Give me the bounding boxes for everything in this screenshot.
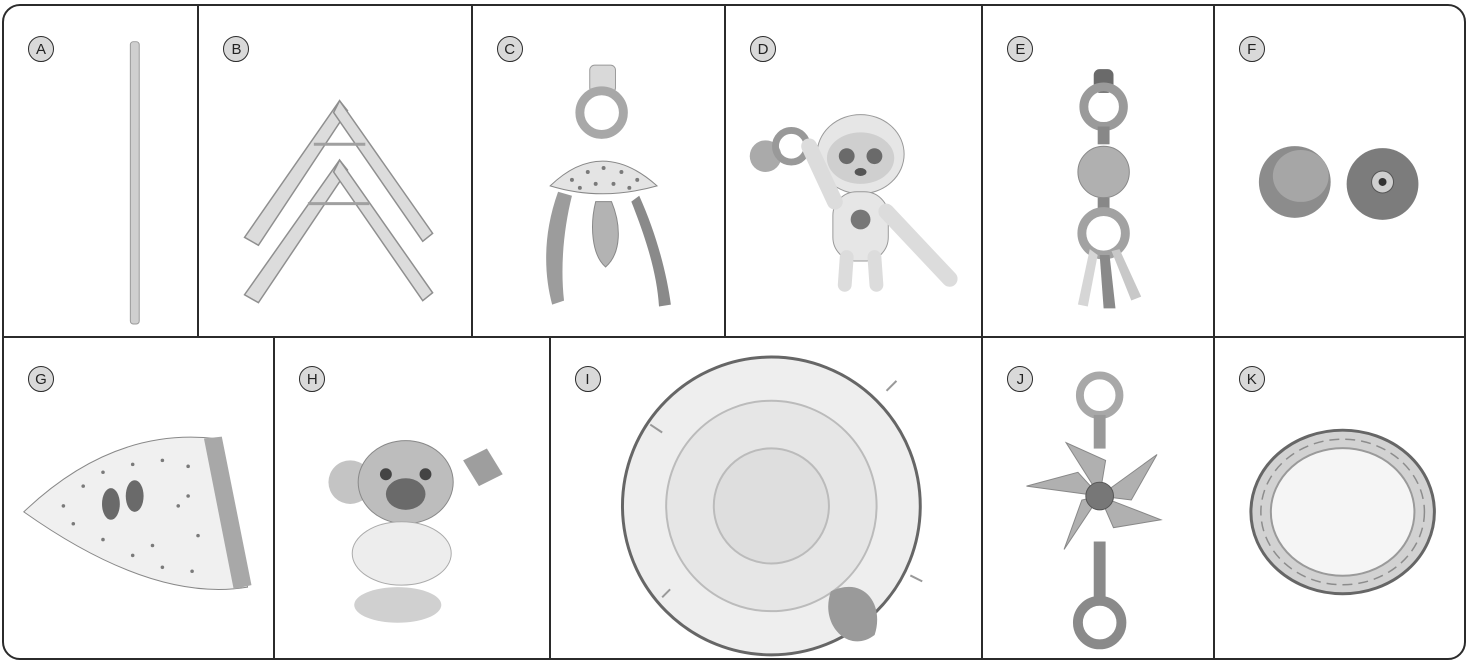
part-cell-h: H: [275, 336, 550, 660]
part-cell-a: A: [4, 6, 199, 336]
mirror-illustration: [1215, 336, 1464, 660]
link-rattle-illustration: [983, 6, 1212, 336]
pillow-illustration: [4, 336, 273, 660]
parts-row-top: A B C: [4, 6, 1464, 338]
part-cell-c: C: [473, 6, 726, 336]
part-cell-i: I: [551, 336, 984, 660]
part-cell-f: F: [1215, 6, 1464, 336]
hanging-mobile-illustration: [473, 6, 724, 336]
part-cell-b: B: [199, 6, 472, 336]
koala-toy-illustration: [275, 336, 548, 660]
frame-pole-illustration: [4, 6, 197, 336]
part-cell-d: D: [726, 6, 983, 336]
a-frame-legs-illustration: [199, 6, 470, 336]
end-caps-illustration: [1215, 6, 1464, 336]
play-mat-illustration: [551, 336, 982, 660]
sloth-toy-illustration: [726, 6, 981, 336]
parts-row-bottom: G H: [4, 336, 1464, 660]
part-cell-k: K: [1215, 336, 1464, 660]
part-cell-j: J: [983, 336, 1214, 660]
part-cell-e: E: [983, 6, 1214, 336]
part-cell-g: G: [4, 336, 275, 660]
flower-toy-illustration: [983, 336, 1212, 660]
parts-sheet: A B C: [2, 4, 1466, 660]
